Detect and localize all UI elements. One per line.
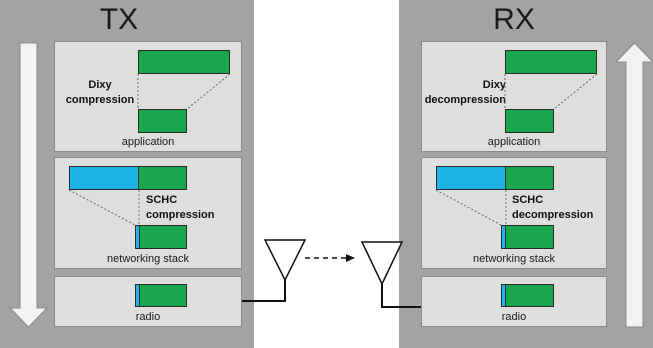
rx-title: RX: [493, 3, 535, 36]
rx-radio-layer-label: radio: [501, 311, 527, 323]
tx-antenna: [263, 239, 307, 282]
tx-antenna-cable: [242, 280, 286, 302]
tx-down-arrow: [8, 42, 49, 328]
rx-app-operation-label: Dixy decompression: [424, 79, 506, 106]
tx-title: TX: [99, 3, 139, 36]
rx-antenna: [360, 241, 404, 286]
rx-radio-payload-block: [505, 284, 554, 307]
wireless-link-arrowhead: [346, 254, 355, 262]
tx-radio-payload-block: [139, 284, 187, 307]
tx-app-compressed-block: [138, 109, 187, 133]
tx-app-uncompressed-block: [138, 50, 230, 74]
rx-app-decompression-guides: [504, 73, 598, 110]
tx-radio-layer-label: radio: [135, 311, 161, 323]
rx-antenna-cable: [381, 284, 421, 308]
tx-net-payload-block: [138, 166, 187, 190]
tx-net-operation-label: SCHC compression: [146, 194, 215, 221]
rx-app-uncompressed-block: [505, 50, 597, 74]
rx-up-arrow: [614, 42, 653, 328]
tx-app-layer-label: application: [121, 136, 175, 148]
rx-net-decompression-guides: [435, 189, 507, 226]
tx-net-layer-label: networking stack: [107, 253, 189, 265]
tx-net-compression-guides: [68, 189, 140, 226]
rx-net-operation-label: SCHC decompression: [512, 194, 594, 221]
tx-app-operation-label: Dixy compression: [65, 79, 135, 106]
tx-net-compressed-payload: [139, 225, 187, 249]
rx-app-layer-label: application: [487, 136, 541, 148]
rx-app-compressed-block: [505, 109, 554, 133]
rx-net-compressed-payload: [505, 225, 554, 249]
tx-net-header-block: [69, 166, 139, 190]
rx-net-payload-block: [505, 166, 554, 190]
tx-app-compression-guides: [137, 73, 231, 110]
rx-net-layer-label: networking stack: [473, 253, 555, 265]
